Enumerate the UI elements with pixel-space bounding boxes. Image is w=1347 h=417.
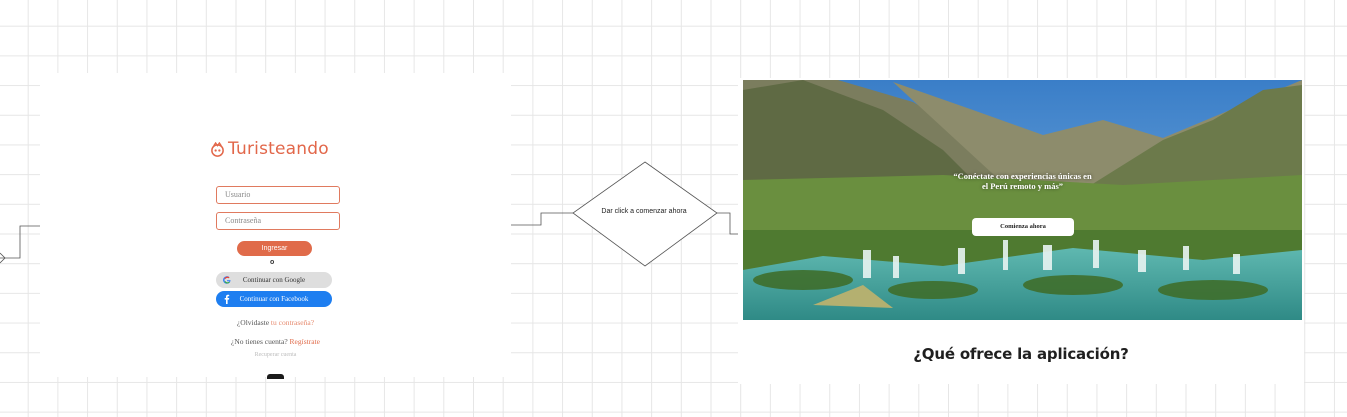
no-account-text: ¿No tienes cuenta? [231,337,288,346]
hero-quote-line-1: “Conéctate con experiencias únicas en [953,171,1092,181]
connector-arrowhead [0,252,6,264]
facebook-login-button[interactable]: Continuar con Facebook [216,291,332,307]
password-input[interactable]: Contraseña [216,212,340,230]
google-login-button[interactable]: Continuar con Google [216,272,332,288]
bottom-indicator [267,374,284,379]
hero-quote: “Conéctate con experiencias únicas en el… [743,171,1302,191]
forgot-password-line: ¿Olvidaste tu contraseña? [40,318,511,327]
connector-login-to-decision [511,212,573,226]
login-button[interactable]: Ingresar [237,241,312,256]
forgot-password-link[interactable]: tu contraseña? [270,318,315,327]
register-link[interactable]: Regístrate [289,337,320,346]
forgot-prefix: ¿Olvidaste [236,318,271,327]
google-label: Continuar con Google [242,276,306,284]
recover-account-link[interactable]: Recuperar cuenta [254,352,297,358]
login-screen: Turisteando Usuario Contraseña Ingresar … [40,73,511,379]
brand-logo-icon [211,141,224,157]
hero-landscape-image [743,80,1302,320]
decision-label: Dar click a comenzar ahora [601,208,687,215]
username-input[interactable]: Usuario [216,186,340,204]
decision-diamond [572,161,718,267]
facebook-label: Continuar con Facebook [239,295,309,303]
brand: Turisteando [210,139,329,159]
hero-quote-line-2: el Perú remoto y más” [981,181,1064,191]
connector-left-entry [0,225,40,259]
connector-decision-to-landing [717,212,738,235]
landing-screen: “Conéctate con experiencias únicas en el… [738,78,1304,384]
or-separator: o [270,259,275,266]
register-line: ¿No tienes cuenta? Regístrate [40,337,511,346]
start-now-button[interactable]: Comienza ahora [972,218,1074,236]
google-icon [223,276,231,284]
brand-name: Turisteando [228,139,329,159]
section-title: ¿Qué ofrece la aplicación? [913,345,1129,363]
facebook-icon [224,294,230,304]
hero-banner: “Conéctate con experiencias únicas en el… [743,80,1302,320]
